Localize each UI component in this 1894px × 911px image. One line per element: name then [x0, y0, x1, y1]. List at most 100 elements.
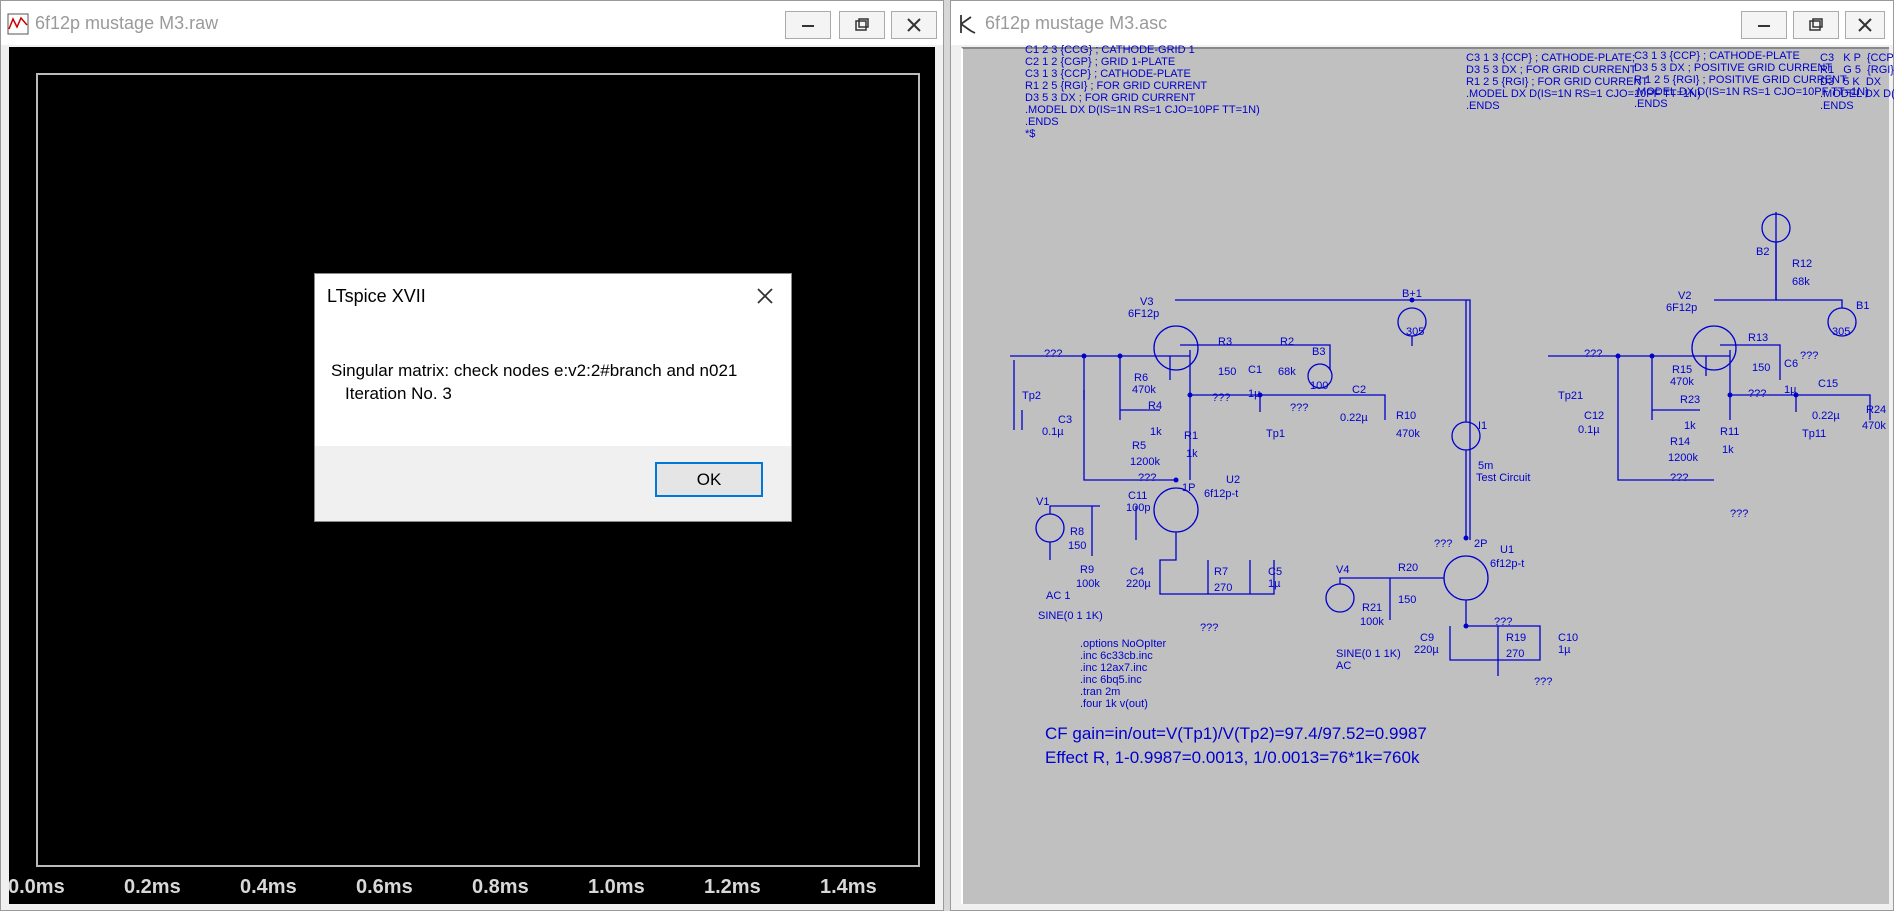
plot-frame[interactable]: [36, 73, 920, 867]
component-label[interactable]: 1200k: [1668, 452, 1698, 464]
component-label[interactable]: ???: [1670, 472, 1689, 484]
component-label[interactable]: ???: [1212, 392, 1231, 404]
ok-button[interactable]: OK: [655, 462, 763, 497]
component-label[interactable]: C2: [1352, 384, 1367, 396]
component-label[interactable]: ???: [1290, 402, 1309, 414]
component-label[interactable]: 1µ: [1268, 578, 1281, 590]
component-label[interactable]: V2: [1678, 290, 1692, 302]
component-label[interactable]: R23: [1680, 394, 1701, 406]
component-label[interactable]: 150: [1398, 594, 1417, 606]
schematic-minimize-button[interactable]: [1741, 11, 1787, 39]
component-label[interactable]: 1µ: [1248, 388, 1261, 400]
component-label[interactable]: C6: [1784, 358, 1799, 370]
component-label[interactable]: Tp11: [1802, 428, 1827, 440]
component-label[interactable]: 220µ: [1126, 578, 1151, 590]
component-label[interactable]: Tp1: [1266, 428, 1285, 440]
component-label[interactable]: Tp2: [1022, 390, 1041, 402]
component-label[interactable]: R19: [1506, 632, 1527, 644]
component-label[interactable]: 1k: [1684, 420, 1696, 432]
maximize-button[interactable]: [839, 11, 885, 39]
component-label[interactable]: ???: [1494, 616, 1513, 628]
component-label[interactable]: R4: [1148, 400, 1163, 412]
component-label[interactable]: R13: [1748, 332, 1769, 344]
component-label[interactable]: R1: [1184, 430, 1199, 442]
component-label[interactable]: R11: [1720, 426, 1740, 438]
component-label[interactable]: 100: [1310, 380, 1329, 392]
component-label[interactable]: B3: [1312, 346, 1326, 358]
component-label[interactable]: R15: [1672, 364, 1693, 376]
component-label[interactable]: ???: [1730, 508, 1749, 520]
component-label[interactable]: R12: [1792, 258, 1813, 270]
component-label[interactable]: C15: [1818, 378, 1839, 390]
component-label[interactable]: I1: [1478, 420, 1488, 432]
component-label[interactable]: 1P: [1182, 482, 1196, 494]
component-label[interactable]: R10: [1396, 410, 1417, 422]
waveform-titlebar[interactable]: 6f12p mustage M3.raw: [1, 1, 943, 45]
component-label[interactable]: 100k: [1076, 578, 1100, 590]
component-label[interactable]: ???: [1534, 676, 1553, 688]
component-label[interactable]: R9: [1080, 564, 1095, 576]
component-label[interactable]: R24: [1866, 404, 1887, 416]
component-label[interactable]: 0.1µ: [1042, 426, 1064, 438]
component-label[interactable]: ???: [1200, 622, 1219, 634]
component-label[interactable]: 68k: [1792, 276, 1810, 288]
minimize-button[interactable]: [785, 11, 831, 39]
component-label[interactable]: 6F12p: [1666, 302, 1698, 314]
component-label[interactable]: Tp21: [1558, 390, 1584, 402]
component-label[interactable]: 68k: [1278, 366, 1296, 378]
component-label[interactable]: 270: [1214, 582, 1233, 594]
schematic-titlebar[interactable]: 6f12p mustage M3.asc: [951, 1, 1893, 45]
component-label[interactable]: R5: [1132, 440, 1147, 452]
component-label[interactable]: 1µ: [1558, 644, 1571, 656]
component-label[interactable]: 6F12p: [1128, 308, 1160, 320]
component-label[interactable]: 5m: [1478, 460, 1494, 472]
component-label[interactable]: 470k: [1396, 428, 1420, 440]
component-label[interactable]: Test Circuit: [1476, 472, 1531, 484]
component-label[interactable]: 150: [1068, 540, 1087, 552]
error-dialog[interactable]: LTspice XVII Singular matrix: check node…: [314, 273, 792, 522]
component-label[interactable]: C3: [1058, 414, 1073, 426]
component-label[interactable]: 305: [1832, 326, 1851, 338]
component-label[interactable]: 1k: [1722, 444, 1734, 456]
component-label[interactable]: R14: [1670, 436, 1691, 448]
component-label[interactable]: 150: [1752, 362, 1771, 374]
component-label[interactable]: 0.1µ: [1578, 424, 1600, 436]
schematic-close-button[interactable]: [1845, 11, 1885, 39]
component-label[interactable]: 470k: [1670, 376, 1694, 388]
component-label[interactable]: U2: [1226, 474, 1241, 486]
component-label[interactable]: R20: [1398, 562, 1419, 574]
component-label[interactable]: 470k: [1132, 384, 1156, 396]
component-label[interactable]: C11: [1128, 490, 1148, 502]
component-label[interactable]: B2: [1756, 246, 1770, 258]
component-label[interactable]: 1k: [1150, 426, 1162, 438]
component-label[interactable]: R7: [1214, 566, 1229, 578]
component-label[interactable]: ???: [1138, 472, 1157, 484]
component-label[interactable]: 1µ: [1784, 384, 1797, 396]
component-label[interactable]: 1k: [1186, 448, 1198, 460]
component-label[interactable]: 100k: [1360, 616, 1384, 628]
component-label[interactable]: ???: [1584, 348, 1603, 360]
component-label[interactable]: B1: [1856, 300, 1870, 312]
component-label[interactable]: 470k: [1862, 420, 1886, 432]
component-label[interactable]: 6f12p-t: [1490, 558, 1525, 570]
component-label[interactable]: R8: [1070, 526, 1085, 538]
component-label[interactable]: 220µ: [1414, 644, 1439, 656]
component-label[interactable]: C9: [1420, 632, 1435, 644]
dialog-close-icon[interactable]: [753, 284, 777, 308]
component-label[interactable]: ???: [1044, 348, 1063, 360]
component-label[interactable]: C4: [1130, 566, 1145, 578]
component-label[interactable]: C1: [1248, 364, 1263, 376]
component-label[interactable]: C12: [1584, 410, 1605, 422]
component-label[interactable]: 1200k: [1130, 456, 1160, 468]
component-label[interactable]: 150: [1218, 366, 1237, 378]
component-label[interactable]: R2: [1280, 336, 1295, 348]
schematic-canvas[interactable]: [961, 47, 1889, 904]
component-label[interactable]: 0.22µ: [1340, 412, 1368, 424]
component-label[interactable]: 0.22µ: [1812, 410, 1840, 422]
close-button[interactable]: [891, 11, 937, 39]
component-label[interactable]: C5: [1268, 566, 1283, 578]
component-label[interactable]: 6f12p-t: [1204, 488, 1239, 500]
component-label[interactable]: C10: [1558, 632, 1579, 644]
component-label[interactable]: 270: [1506, 648, 1525, 660]
component-label[interactable]: 100p: [1126, 502, 1151, 514]
